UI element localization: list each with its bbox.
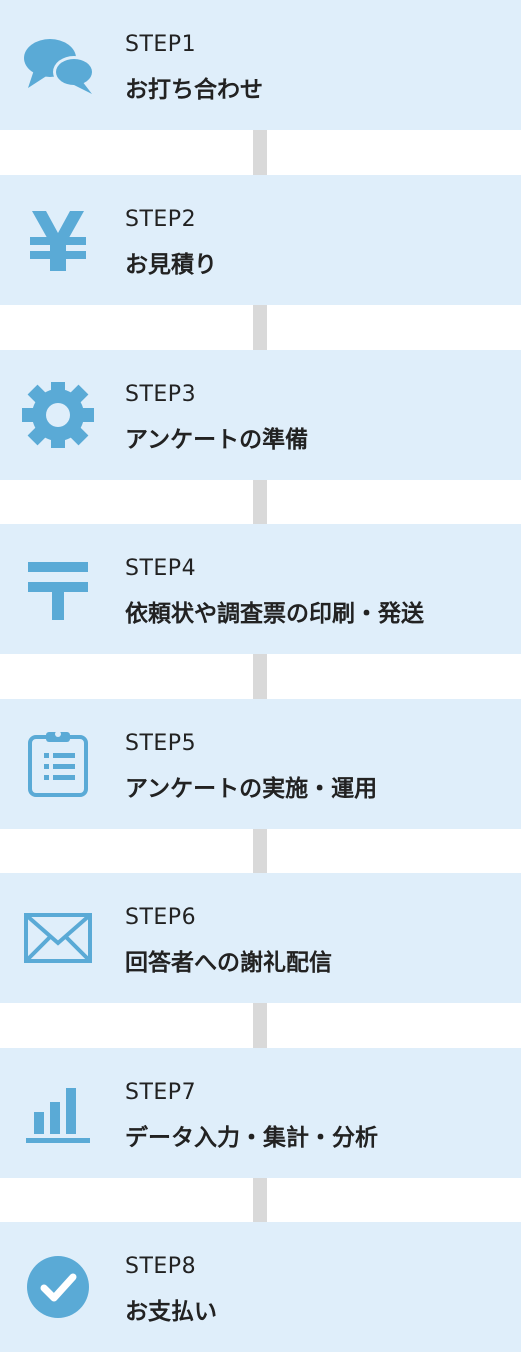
step-label: STEP4	[125, 556, 197, 581]
step-card-5: STEP5 アンケートの実施・運用	[0, 699, 521, 829]
step-title: お支払い	[125, 1299, 217, 1325]
yen-icon	[20, 207, 96, 273]
step-card-6: STEP6 回答者への謝礼配信	[0, 873, 521, 1003]
chat-bubbles-icon	[20, 32, 96, 98]
step-label: STEP7	[125, 1080, 197, 1105]
step-card-4: STEP4 依頼状や調査票の印刷・発送	[0, 524, 521, 654]
step-title: データ入力・集計・分析	[125, 1125, 378, 1151]
step-connector	[253, 829, 267, 873]
step-connector	[253, 654, 267, 699]
clipboard-icon	[20, 731, 96, 797]
envelope-icon	[20, 905, 96, 971]
step-title: 依頼状や調査票の印刷・発送	[125, 601, 424, 627]
step-card-7: STEP7 データ入力・集計・分析	[0, 1048, 521, 1178]
check-circle-icon	[20, 1254, 96, 1320]
postal-mark-icon	[20, 556, 96, 622]
step-title: お打ち合わせ	[125, 77, 263, 103]
step-label: STEP6	[125, 905, 197, 930]
step-connector	[253, 480, 267, 524]
step-title: アンケートの準備	[125, 427, 309, 453]
step-connector	[253, 305, 267, 350]
step-label: STEP8	[125, 1254, 197, 1279]
step-label: STEP5	[125, 731, 197, 756]
step-connector	[253, 1003, 267, 1048]
step-card-8: STEP8 お支払い	[0, 1222, 521, 1352]
step-connector	[253, 130, 267, 175]
step-card-1: STEP1 お打ち合わせ	[0, 0, 521, 130]
step-title: 回答者への謝礼配信	[125, 950, 332, 976]
step-label: STEP3	[125, 382, 197, 407]
step-label: STEP1	[125, 32, 197, 57]
step-label: STEP2	[125, 207, 197, 232]
step-connector	[253, 1178, 267, 1222]
step-title: アンケートの実施・運用	[125, 776, 378, 802]
gear-icon	[20, 382, 96, 448]
step-card-2: STEP2 お見積り	[0, 175, 521, 305]
bar-chart-icon	[20, 1080, 96, 1146]
step-card-3: STEP3 アンケートの準備	[0, 350, 521, 480]
step-title: お見積り	[125, 252, 217, 278]
